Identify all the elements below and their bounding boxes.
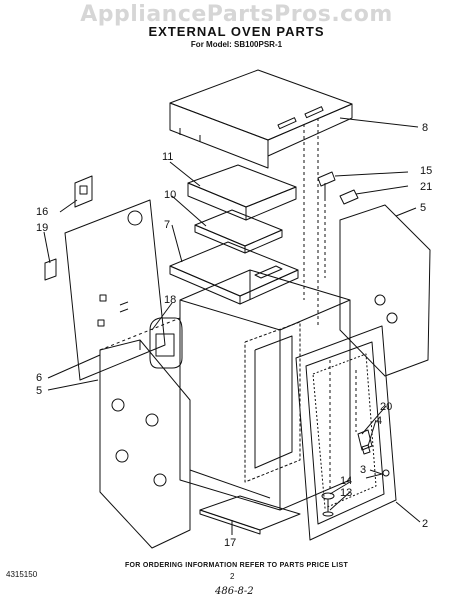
part-handle [149,317,183,369]
callout-16: 16 [36,206,48,218]
callout-3: 3 [360,464,366,476]
callout-17: 17 [224,537,236,549]
model-line: For Model: SB100PSR-1 [190,40,283,49]
callout-15: 15 [420,165,432,177]
document-number: 4315150 [6,570,38,579]
handwritten-note: 486-8-2 [215,586,254,597]
callout-14: 14 [340,475,352,487]
part-door-frame [295,325,397,541]
callout-8: 8 [422,122,428,134]
part-small-bracket [44,258,57,281]
callout-2: 2 [422,518,428,530]
part-bottom-plate [199,495,301,535]
part-bracket-21 [339,189,359,205]
callout-7: 7 [164,219,170,231]
callout-6: 6 [36,372,42,384]
callout-19: 19 [36,222,48,234]
callout-11: 11 [162,151,173,163]
diagram-title: EXTERNAL OVEN PARTS [148,24,325,39]
page-number: 2 [230,572,235,581]
part-top-insulation [187,164,297,221]
leader-lines [43,117,421,535]
alignment-lines [99,118,357,492]
callout-20: 20 [380,401,392,413]
callout-18: 18 [164,294,176,306]
callout-13: 13 [340,487,352,499]
part-left-outer-panel [64,199,166,381]
callout-labels: 8 11 15 21 10 16 5 7 19 18 6 5 20 4 3 14… [36,122,432,549]
callout-5-left: 5 [36,385,42,397]
part-bracket-15 [317,171,336,198]
part-top-cover [169,69,353,169]
part-inner-wrap [194,209,283,254]
callout-4: 4 [376,415,382,427]
part-right-side-panel [339,204,431,377]
callout-21: 21 [420,181,432,193]
part-front-left-panel [99,339,191,549]
callout-10: 10 [164,189,176,201]
callout-5-top: 5 [420,202,426,214]
part-insulation-plate [169,241,299,305]
part-cabinet [179,269,351,511]
part-side-bracket-left [74,175,93,208]
watermark: AppliancePartsPros.com [80,2,393,27]
ordering-note: FOR ORDERING INFORMATION REFER TO PARTS … [124,562,349,569]
